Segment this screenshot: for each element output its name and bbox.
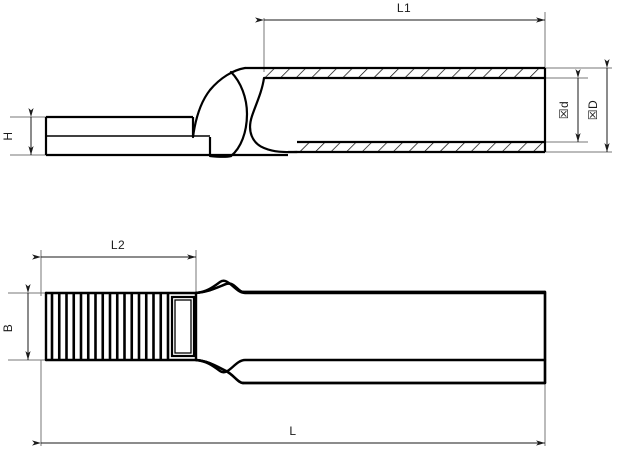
plan-taper-bottom	[194, 358, 547, 374]
dimension-l: L	[32, 424, 545, 446]
dimension-label-l2: L2	[111, 238, 125, 252]
dimension-label-l: L	[289, 424, 296, 438]
plan-interior-mask	[198, 295, 543, 358]
plan-view: L2 B L	[1, 238, 547, 446]
plan-taper-lower-curve-2	[194, 358, 245, 385]
hatch-lower-wall	[299, 142, 545, 152]
dimension-label-b: B	[1, 324, 15, 333]
inspection-window-inner	[174, 299, 192, 354]
serration-group	[50, 294, 170, 359]
dimension-label-h: H	[1, 131, 15, 140]
barrel-cross-section-hatching	[264, 68, 545, 152]
hatch-upper-wall	[264, 68, 545, 78]
side-section-view: L1 H ☒d ☒D	[1, 1, 612, 158]
shoulder-lobe-base	[208, 154, 233, 158]
dimension-label-l1: L1	[397, 1, 411, 15]
dimension-d-large: ☒D	[586, 59, 610, 152]
transition-shoulder	[191, 66, 299, 158]
witness-lines-top	[10, 12, 612, 156]
shoulder-upper-outer-curve	[191, 66, 247, 139]
plan-barrel-edges-redraw	[194, 282, 547, 385]
shoulder-inner-wavy-edge	[248, 76, 299, 154]
dimension-label-d-large: ☒D	[586, 100, 600, 120]
dimension-label-d-small: ☒d	[557, 101, 571, 119]
dimension-d-small: ☒d	[557, 69, 581, 142]
dimension-l2: L2	[32, 238, 196, 260]
shoulder-lobe-curve	[229, 70, 249, 158]
dimension-b: B	[1, 284, 31, 360]
inspection-window	[170, 295, 196, 358]
plan-taper-upper-curve-2	[194, 282, 245, 295]
barrel-outlines	[245, 66, 547, 154]
dimension-l1: L1	[255, 1, 545, 23]
blade-palm	[44, 115, 288, 157]
dimension-h: H	[1, 108, 34, 155]
